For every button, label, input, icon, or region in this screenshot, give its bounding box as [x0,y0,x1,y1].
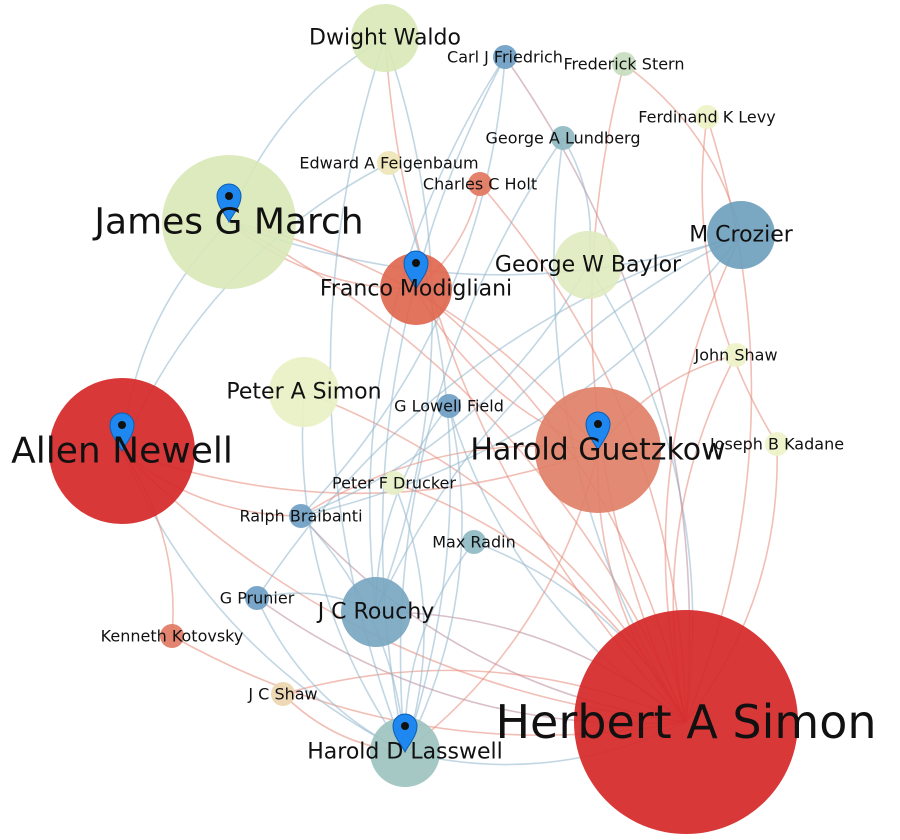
edge-baylor-braibanti [300,264,589,517]
node-waldo[interactable] [351,4,419,72]
edge-lundberg-lasswell [399,137,564,753]
marker-layer [109,183,611,754]
node-crozier[interactable] [707,201,775,269]
edge-waldo-rouchy [375,37,434,613]
node-jshaw[interactable] [724,343,748,367]
node-label-friedrich: Carl J Friedrich [447,48,563,67]
node-braibanti[interactable] [289,504,313,528]
node-kadane[interactable] [765,432,789,456]
node-label-levy: Ferdinand K Levy [638,108,775,127]
node-label-feigenbaum: Edward A Feigenbaum [299,154,478,173]
node-label-kotovsky: Kenneth Kotovsky [101,627,244,646]
node-friedrich[interactable] [493,45,517,69]
node-drucker[interactable] [382,471,406,495]
node-label-guetzkow: Harold Guetzkow [470,433,725,468]
node-rouchy[interactable] [341,577,411,647]
edge-march-crozier [228,221,742,276]
node-label-field: G Lowell Field [394,397,504,416]
location-pin-icon[interactable] [109,412,135,453]
node-label-stern: Frederick Stern [564,55,685,74]
edge-friedrich-rouchy [368,56,506,613]
node-label-drucker: Peter F Drucker [332,474,456,493]
node-label-waldo: Dwight Waldo [309,26,461,51]
edge-feigenbaum-lasswell [388,162,452,753]
location-pin-icon[interactable] [403,250,429,291]
node-baylor[interactable] [554,231,622,299]
label-layer: Herbert A Simon Allen Newell James G March… [11,26,876,765]
node-label-braibanti: Ralph Braibanti [239,507,362,526]
node-label-march: James G March [92,202,363,243]
node-label-prunier: G Prunier [220,589,295,608]
node-feigenbaum[interactable] [377,151,401,175]
node-holt[interactable] [468,172,492,196]
node-levy[interactable] [695,105,719,129]
node-label-radin: Max Radin [432,533,515,552]
edge-levy-kadane [701,116,778,445]
location-pin-icon[interactable] [216,183,242,224]
node-field[interactable] [437,394,461,418]
node-label-kadane: Joseph B Kadane [709,435,844,454]
node-radin[interactable] [462,530,486,554]
node-label-newell: Allen Newell [11,431,233,472]
node-prunier[interactable] [245,586,269,610]
edge-psimon-lasswell [301,391,406,753]
edge-field-lasswell [404,405,463,753]
node-label-jshaw: John Shaw [693,346,777,365]
node-simon[interactable] [574,610,798,834]
node-stern[interactable] [612,52,636,76]
node-label-jcshaw: J C Shaw [247,685,317,704]
node-label-rouchy: J C Rouchy [316,600,435,625]
node-label-baylor: George W Baylor [495,253,682,278]
node-lundberg[interactable] [551,126,575,150]
node-psimon[interactable] [269,357,339,427]
edge-crozier-rouchy [375,234,742,613]
node-label-lasswell: Harold D Lasswell [307,740,502,765]
location-pin-icon[interactable] [585,411,611,452]
node-label-lundberg: George A Lundberg [486,129,641,148]
node-kotovsky[interactable] [160,624,184,648]
edge-friedrich-lasswell [381,56,506,753]
node-label-holt: Charles C Holt [423,175,537,194]
edge-drucker-lasswell [393,482,425,753]
node-label-psimon: Peter A Simon [226,380,381,405]
node-jcshaw[interactable] [271,682,295,706]
node-label-simon: Herbert A Simon [495,695,876,749]
location-pin-icon[interactable] [392,713,418,754]
node-label-modigliani: Franco Modigliani [320,277,512,302]
node-label-crozier: M Crozier [689,223,794,248]
